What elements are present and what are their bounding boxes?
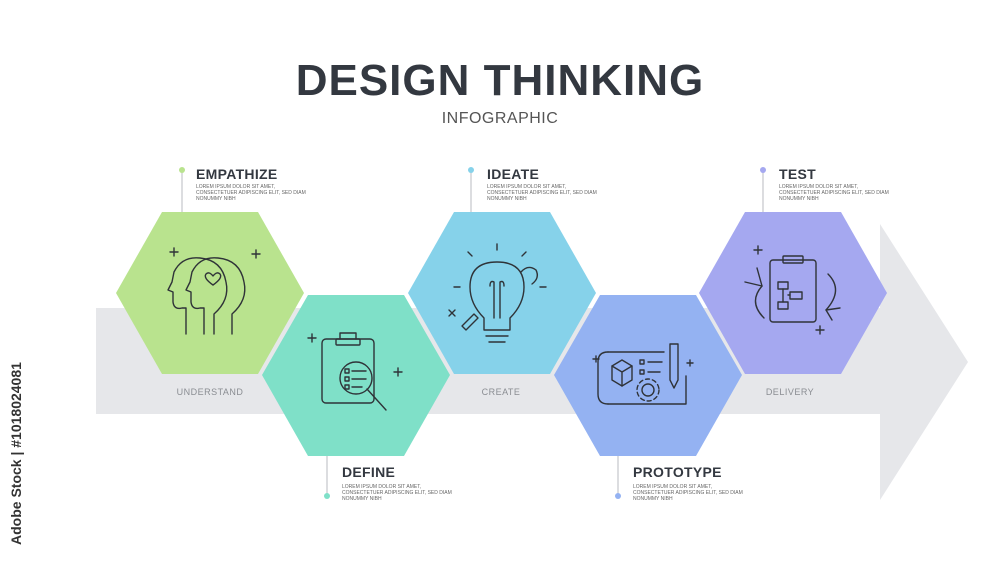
step-title-prototype: PROTOTYPE	[633, 464, 722, 480]
step-title-empathize: EMPATHIZE	[196, 166, 278, 182]
page-subtitle: INFOGRAPHIC	[441, 110, 559, 127]
clipboard-magnifier-icon	[307, 332, 403, 411]
step-title-ideate: IDEATE	[487, 166, 540, 182]
step-title-define: DEFINE	[342, 464, 396, 480]
hex-test	[699, 212, 887, 374]
stage-label-create: CREATE	[481, 387, 521, 397]
stage-label-delivery: DELIVERY	[765, 387, 815, 397]
hex-prototype	[554, 295, 742, 456]
connectors	[181, 172, 764, 496]
step-title-test: TEST	[779, 166, 816, 182]
step-desc-empathize: LOREM IPSUM DOLOR SIT AMET, CONSECTETUER…	[196, 184, 306, 202]
step-desc-test: LOREM IPSUM DOLOR SIT AMET, CONSECTETUER…	[779, 184, 889, 202]
step-desc-prototype: LOREM IPSUM DOLOR SIT AMET, CONSECTETUER…	[633, 484, 743, 502]
connector-dot-ideate	[468, 167, 474, 173]
clipboard-cycle-icon	[744, 245, 841, 335]
connector-dot-prototype	[615, 493, 621, 499]
step-desc-ideate: LOREM IPSUM DOLOR SIT AMET, CONSECTETUER…	[487, 184, 597, 202]
blueprint-gear-icon	[592, 343, 694, 405]
lightbulb-pencil-icon	[448, 243, 547, 343]
hex-define	[262, 295, 450, 456]
connector-dot-test	[760, 167, 766, 173]
stock-credit-label: Adobe Stock | #1018024081	[8, 362, 24, 545]
hex-empathize	[116, 212, 304, 374]
connector-dot-define	[324, 493, 330, 499]
stage-label-understand: UNDERSTAND	[176, 387, 244, 397]
step-desc-define: LOREM IPSUM DOLOR SIT AMET, CONSECTETUER…	[342, 484, 452, 502]
page-title: DESIGN THINKING	[295, 56, 705, 105]
two-heads-heart-icon	[167, 247, 261, 335]
connector-dot-empathize	[179, 167, 185, 173]
hex-ideate	[408, 212, 596, 374]
